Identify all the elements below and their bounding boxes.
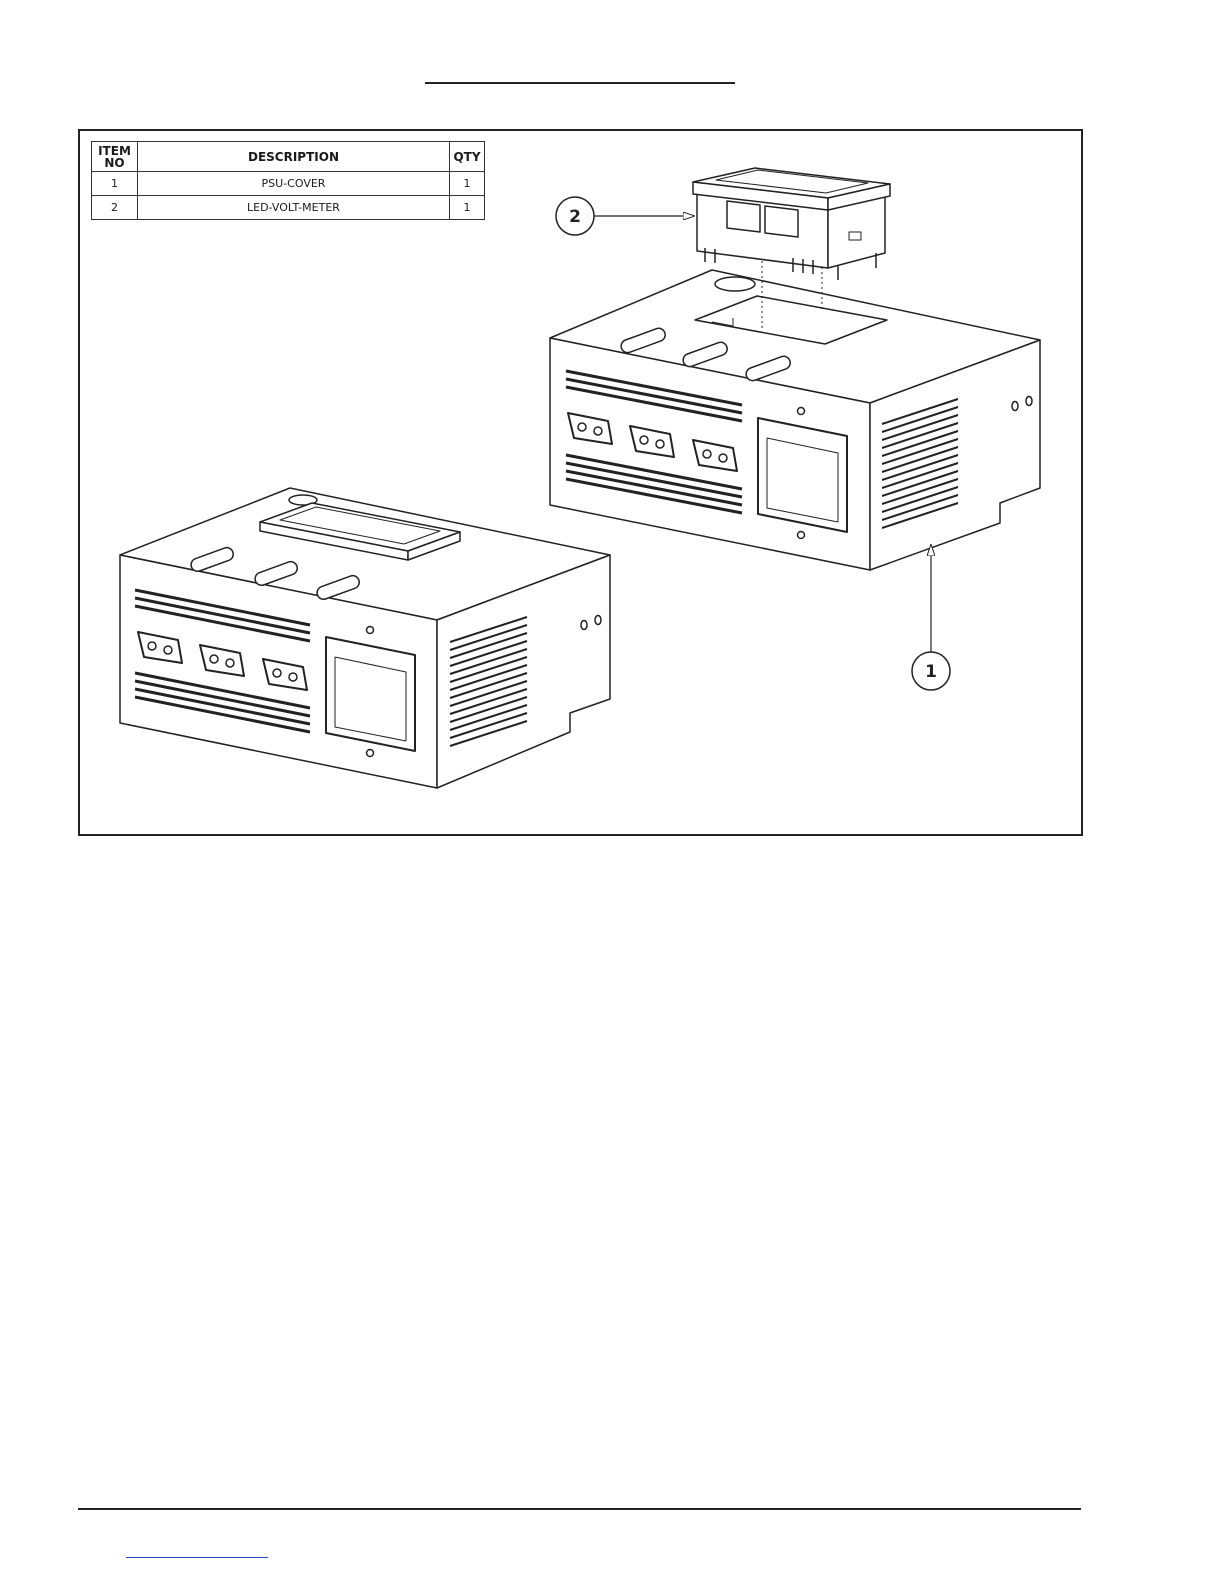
screw-hole	[367, 750, 374, 757]
side-hole	[595, 616, 601, 625]
screw-hole	[798, 532, 805, 539]
callout-2-label: 2	[569, 207, 581, 227]
meter-clip	[765, 206, 798, 237]
screw-hole	[798, 408, 805, 415]
callout-1-label: 1	[925, 662, 937, 682]
side-hole	[1012, 402, 1018, 411]
footer-rule	[78, 1508, 1081, 1510]
side-hole	[581, 621, 587, 630]
screw-hole	[367, 627, 374, 634]
psu-assembled	[120, 488, 610, 788]
side-hole	[1026, 397, 1032, 406]
assembly-drawing: 2 1	[0, 0, 1224, 840]
meter-clip	[727, 201, 760, 232]
psu-cover-exploded	[550, 270, 1040, 570]
footer-link-underline[interactable]	[126, 1557, 268, 1558]
top-round-hole	[715, 277, 755, 291]
